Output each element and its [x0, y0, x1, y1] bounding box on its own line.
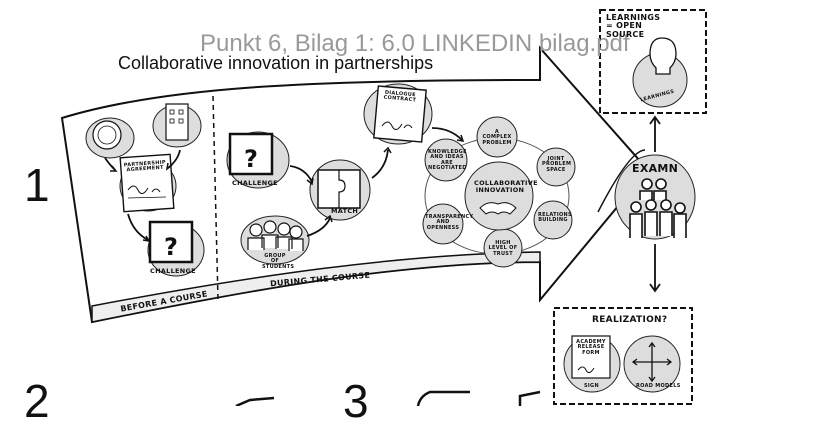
cycle-node-complex-problem — [476, 116, 518, 158]
node-label-knowledge: KNOWLEDGE AND IDEAS ARE NEGOTIATED — [428, 149, 467, 171]
innovation-center — [464, 161, 534, 231]
section-number-3: 3 — [343, 375, 369, 427]
node-label-high-level-of-trust: HIGH LEVEL OF TRUST — [488, 240, 518, 257]
node-label-complex-problem: A COMPLEX PROBLEM — [482, 129, 512, 146]
students-group-icon — [247, 220, 304, 251]
svg-text:?: ? — [244, 145, 258, 173]
realization-heading: REALIZATION? — [592, 315, 668, 325]
release-form-icon — [571, 335, 611, 379]
watermark-text: Punkt 6, Bilag 1: 6.0 LINKEDIN bilag.pdf — [200, 30, 630, 57]
during-challenge-frame-icon — [228, 132, 274, 176]
diagram-canvas: ? ? — [24, 9, 707, 427]
cycle-node-joint-problem-space — [536, 147, 576, 187]
before-challenge-label: CHALLENGE — [150, 267, 196, 275]
lightbulb-icon — [649, 37, 677, 75]
university-seal-icon — [92, 120, 122, 150]
diagram-title: Collaborative innovation in partnerships — [118, 53, 434, 73]
cycle-node-knowledge — [424, 138, 468, 182]
section-number-1: 1 — [24, 159, 50, 211]
before-challenge-frame-icon — [148, 220, 194, 264]
examiners-icon — [629, 178, 687, 238]
release-form-label: ACADEMY RELEASE FORM — [576, 339, 606, 356]
model-label: ROAD MODELS — [636, 383, 681, 389]
axes-model-icon — [631, 341, 673, 383]
node-label-joint-problem-space: JOINT PROBLEM SPACE — [542, 156, 572, 173]
partial-shape-sketch-2 — [518, 390, 541, 406]
svg-text:?: ? — [164, 233, 178, 261]
cycle-node-transparency — [422, 203, 464, 245]
cycle-node-relations-building — [533, 200, 573, 240]
exam-label: EXAMN — [632, 162, 679, 175]
node-label-transparency: TRANSPARENCY AND OPENNESS — [425, 214, 474, 231]
match-label: MATCH — [331, 207, 359, 215]
node-label-relations-building: RELATIONS BUILDING — [538, 212, 572, 224]
phase-divider — [212, 95, 219, 301]
diagram-artwork: ? ? — [60, 9, 707, 406]
handshake-icon — [479, 202, 517, 215]
sign-label: SIGN — [584, 383, 599, 389]
students-label: GROUP of STUDENTS — [262, 253, 295, 270]
contract-document-icon — [373, 85, 427, 143]
partial-shape-sketch — [416, 390, 470, 406]
section-number-2: 2 — [24, 375, 50, 427]
partial-arrow-sketch — [235, 396, 275, 406]
learnings-heading: LEARNINGS = OPEN SOURCE — [606, 13, 661, 39]
during-challenge-label: CHALLENGE — [232, 179, 278, 187]
building-icon — [165, 103, 189, 141]
innovation-center-label: COLLABORATIVE INNOVATION — [474, 179, 538, 194]
